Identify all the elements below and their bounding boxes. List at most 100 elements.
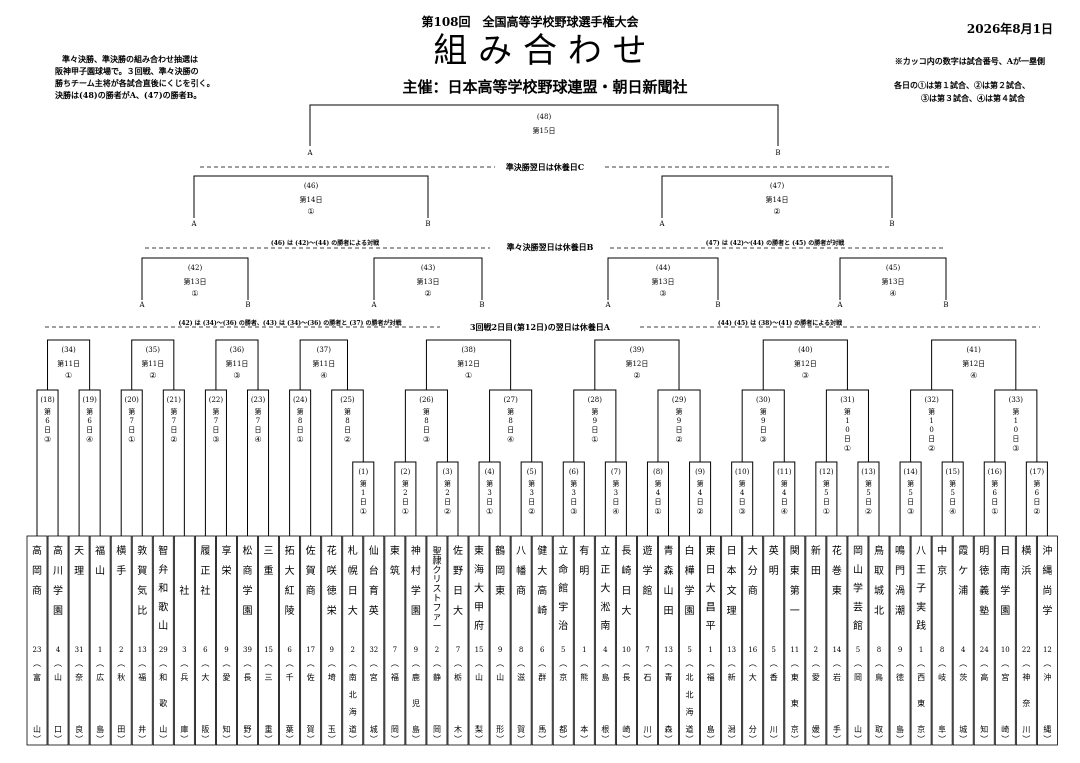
team-prefecture: 10︵長崎︶ <box>622 646 631 744</box>
team-name: 聖隷クリストファー <box>432 546 441 632</box>
round3-match-day: 第11日 <box>312 359 335 368</box>
team-prefecture: 39︵長野︶ <box>243 646 252 744</box>
quarterfinal-match-slot: ① <box>191 289 198 298</box>
round2-match-slot: ④ <box>86 435 93 444</box>
team-box <box>994 535 1016 746</box>
team-prefecture: 24︵高知︶ <box>980 646 989 744</box>
round3-match-no: (34) <box>61 346 76 354</box>
round2-match-no: (29) <box>672 396 687 404</box>
semifinal-match-no: (46) <box>304 182 319 190</box>
side-a-label: A <box>658 220 665 228</box>
team-box <box>889 535 911 746</box>
team-box <box>700 535 721 746</box>
round1-match-no: (4) <box>485 468 495 476</box>
round1-match-no: (1) <box>358 468 368 476</box>
round2-match-slot: ① <box>297 435 304 444</box>
team-name: 明徳義塾 <box>979 545 989 617</box>
side-b-label: B <box>245 301 250 309</box>
team-name: 有明 <box>579 544 589 577</box>
team-prefecture: 5︵京都︶ <box>559 646 567 744</box>
team-prefecture: 9︵愛知︶ <box>222 646 230 744</box>
round1-match-no: (9) <box>695 468 705 476</box>
round3-bracket <box>299 339 348 390</box>
team-prefecture: 7︵栃木︶ <box>454 646 462 744</box>
team-columns: 高岡商23︵富山︶高川学園4︵山口︶天理31︵奈良︶福山1︵広島︶横手2︵秋田︶… <box>26 535 1058 746</box>
round1-match-slot: ② <box>444 507 451 516</box>
team-name: 智弁和歌山 <box>158 544 168 632</box>
round1-match-no: (7) <box>611 468 621 476</box>
round3-match-no: (35) <box>146 346 161 354</box>
team-name: 花咲徳栄 <box>327 544 337 617</box>
round2-match-no: (18) <box>40 396 55 404</box>
team-name: 社 <box>179 584 189 597</box>
team-prefecture: 14︵岩手︶ <box>832 646 841 744</box>
team-box <box>89 535 111 746</box>
side-a-label: A <box>370 301 377 309</box>
team-name: 日本文理 <box>727 546 737 617</box>
team-prefecture: 3︵兵庫︶ <box>180 646 188 744</box>
team-prefecture: 6︵大阪︶ <box>201 646 209 744</box>
team-name: 日南学園 <box>1000 546 1010 617</box>
round3-match-no: (40) <box>798 346 813 354</box>
side-b-label: B <box>775 149 780 157</box>
tournament-edition: 第108回 全国高等学校野球選手権大会 <box>421 14 639 29</box>
round3-bracket <box>47 339 91 390</box>
team-name: 中京 <box>937 544 947 577</box>
team-box <box>763 535 785 746</box>
quarterfinal-match-day: 第13日 <box>417 277 440 286</box>
round3-bracket <box>762 339 848 390</box>
team-name: 高岡商 <box>32 544 42 597</box>
team-box <box>173 535 195 746</box>
team-name: 高川学園 <box>53 544 63 617</box>
team-prefecture: 9︵徳島︶ <box>896 646 904 744</box>
side-b-label: B <box>425 220 430 228</box>
team-name: 新田 <box>811 544 821 577</box>
team-box <box>721 535 743 746</box>
team-box <box>468 535 490 746</box>
round2-match-no: (28) <box>588 396 603 404</box>
team-prefecture: 2︵静岡︶ <box>433 646 441 744</box>
team-box <box>216 535 237 746</box>
team-box <box>973 535 995 746</box>
rest-day-note: 準決勝翌日は休養日C <box>506 162 584 172</box>
team-name: 拓大紅陵 <box>285 545 295 617</box>
team-name: 八幡商 <box>516 546 526 597</box>
round2-match-slot: ② <box>170 435 177 444</box>
team-prefecture: 7︵石川︶ <box>643 646 651 744</box>
team-name: 福山 <box>95 544 105 577</box>
team-prefecture: 6︵千葉︶ <box>286 646 294 744</box>
team-name: 花巻東 <box>832 544 842 597</box>
team-name: 仙台育英 <box>369 544 379 617</box>
round1-match-no: (5) <box>527 468 537 476</box>
team-name: 三重 <box>264 546 274 577</box>
quarterfinal-bracket <box>141 257 249 300</box>
round3-match-no: (39) <box>630 346 645 354</box>
round2-match-no: (27) <box>503 396 518 404</box>
round3-match-slot: ④ <box>970 371 977 380</box>
round2-match-slot: ① <box>844 444 851 453</box>
round2-match-slot: ④ <box>254 435 261 444</box>
team-box <box>26 535 48 746</box>
team-box <box>110 535 132 746</box>
team-box <box>342 535 364 746</box>
round2-match-no: (32) <box>924 396 939 404</box>
team-name: 鳥取城北 <box>874 544 884 617</box>
team-prefecture: 4︵山口︶ <box>54 646 62 744</box>
team-name: 英明 <box>769 544 779 577</box>
team-prefecture: 15︵三重︶ <box>264 646 273 744</box>
note-left-line: 準々決勝、準決勝の組み合わせ抽選は <box>62 54 198 64</box>
team-prefecture: 17︵佐賀︶ <box>306 646 315 744</box>
round2-match-no: (19) <box>82 396 97 404</box>
round1-match-slot: ③ <box>739 507 746 516</box>
